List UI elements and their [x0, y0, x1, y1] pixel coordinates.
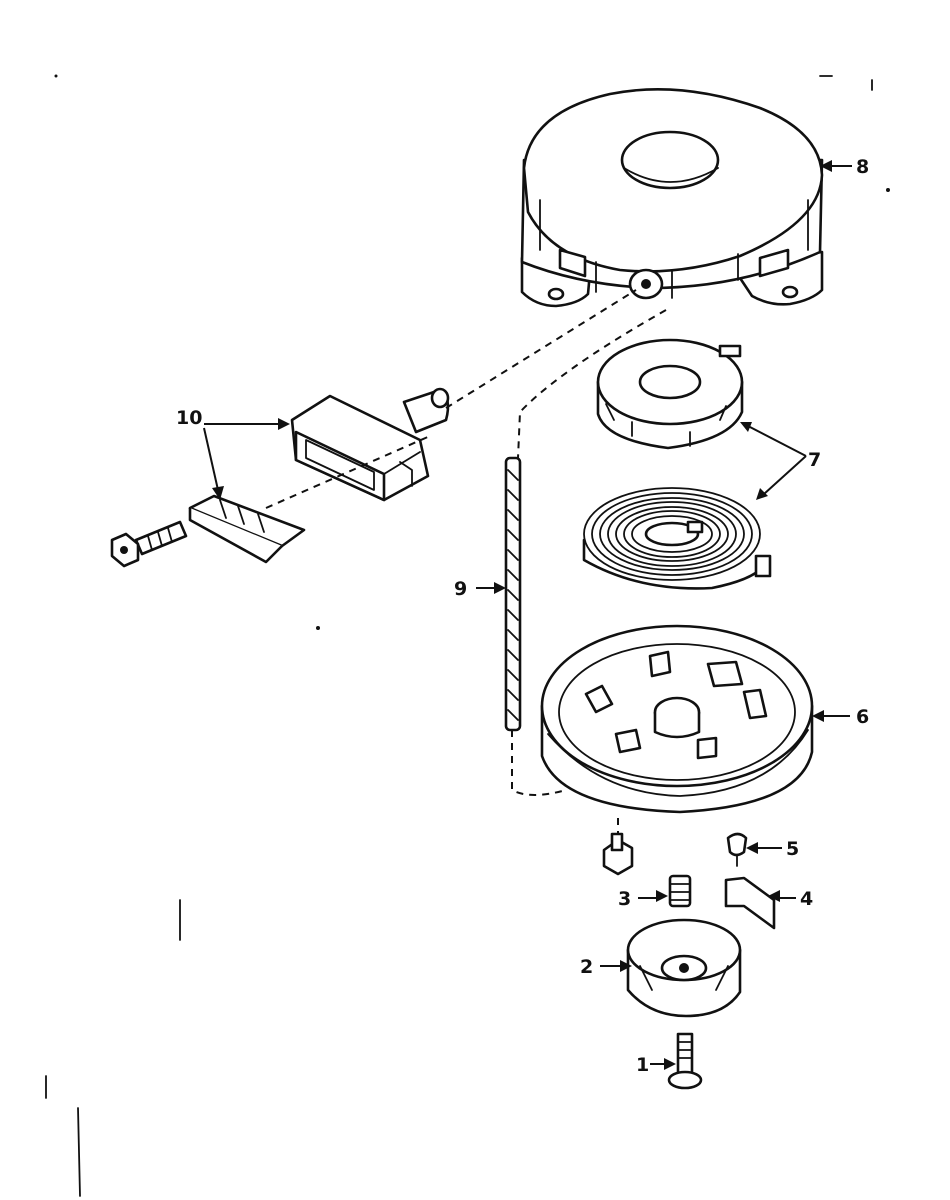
pulley [540, 624, 814, 814]
brake-spring [668, 874, 692, 908]
scan-marks [45, 74, 890, 1197]
recoil-spring [582, 487, 772, 590]
leaders [203, 160, 852, 1070]
starter-handle [290, 387, 450, 502]
assembly-lines [265, 289, 667, 834]
callout-5: 5 [786, 838, 799, 860]
callout-6: 6 [856, 706, 869, 728]
callout-10: 10 [176, 407, 202, 429]
callout-9: 9 [454, 578, 467, 600]
handle-screw [110, 520, 188, 568]
handle-insert [188, 494, 306, 564]
pawl-retainer-screw [602, 832, 634, 876]
callout-4: 4 [800, 888, 813, 910]
callout-3: 3 [618, 888, 631, 910]
pawl [724, 876, 776, 930]
spring-cup [596, 338, 744, 450]
retainer [626, 918, 742, 1018]
callout-2: 2 [580, 956, 593, 978]
callout-7: 7 [808, 449, 821, 471]
pawl-spring [726, 832, 748, 867]
callout-8: 8 [856, 156, 869, 178]
callout-1: 1 [636, 1054, 649, 1076]
starter-rope [504, 456, 522, 732]
starter-housing [520, 88, 824, 308]
center-screw [667, 1032, 703, 1090]
